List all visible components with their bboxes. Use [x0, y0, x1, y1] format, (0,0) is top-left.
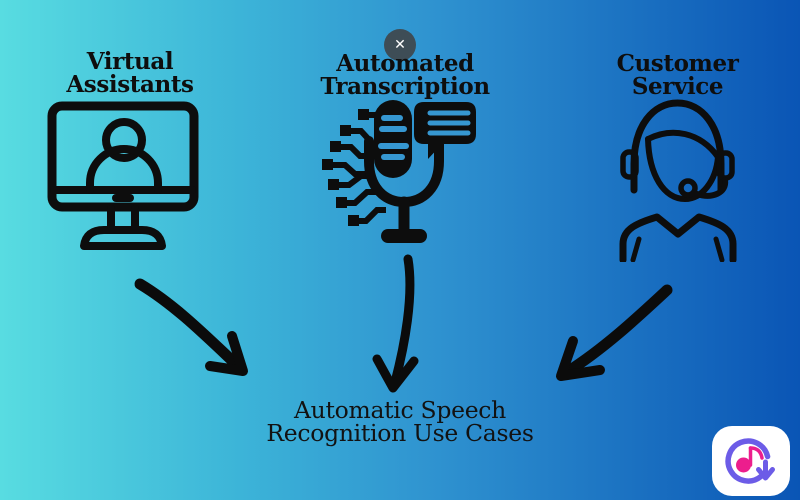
label-line: Automated [336, 50, 474, 77]
left-arrow-icon [134, 278, 248, 376]
virtual-assistants-label: Virtual Assistants [15, 48, 245, 98]
title-line: Automatic Speech [293, 396, 507, 424]
title-line: Recognition Use Cases [266, 418, 534, 447]
automated-transcription-label: Automated Transcription [290, 50, 520, 100]
label-line: Virtual [86, 48, 174, 75]
page-title: Automatic Speech Recognition Use Cases [230, 399, 570, 444]
label-line: Assistants [66, 70, 194, 98]
support-agent-headset-icon [619, 99, 737, 262]
microphone-circuit-speech-icon [322, 100, 476, 243]
label-line: Transcription [320, 72, 490, 100]
label-line: Customer [616, 50, 739, 77]
middle-arrow-icon [372, 254, 419, 393]
music-download-logo-icon [725, 438, 775, 484]
right-arrow-icon [556, 284, 673, 381]
close-icon: ✕ [394, 37, 406, 53]
label-line: Service [631, 72, 724, 100]
monitor-user-icon [47, 101, 199, 250]
close-button[interactable]: ✕ [384, 29, 416, 61]
customer-service-label: Customer Service [565, 50, 790, 100]
music-download-logo[interactable] [712, 426, 790, 496]
